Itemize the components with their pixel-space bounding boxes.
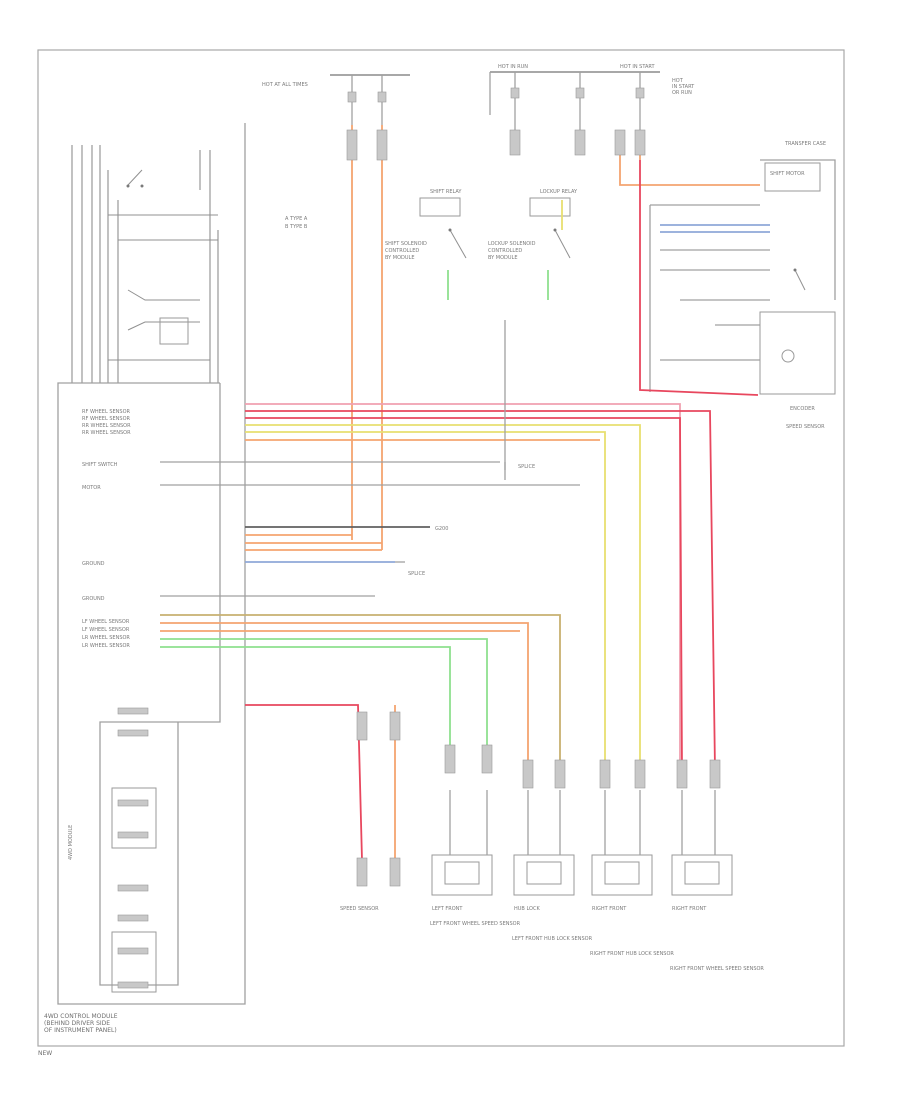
svg-text:HOT: HOT <box>672 78 684 84</box>
svg-text:RR WHEEL SENSOR: RR WHEEL SENSOR <box>82 423 131 429</box>
legend-b: B TYPE B <box>285 224 308 230</box>
fuse-label-hot-all-times: HOT AT ALL TIMES <box>262 82 308 88</box>
svg-text:RR WHEEL SENSOR: RR WHEEL SENSOR <box>82 430 131 436</box>
fuse-block-left: HOT AT ALL TIMES <box>262 74 410 125</box>
svg-text:RIGHT FRONT: RIGHT FRONT <box>672 906 707 912</box>
legend-a: A TYPE A <box>285 216 308 222</box>
svg-text:SHIFT SWITCH: SHIFT SWITCH <box>82 462 118 468</box>
diagram-frame <box>37 49 845 1047</box>
svg-text:RF WHEEL SENSOR: RF WHEEL SENSOR <box>82 416 131 422</box>
sensor-right-front-wheel: RIGHT FRONT <box>671 790 733 912</box>
svg-text:LF WHEEL SENSOR: LF WHEEL SENSOR <box>82 619 130 625</box>
svg-text:LOCKUP SOLENOID: LOCKUP SOLENOID <box>488 241 536 247</box>
svg-text:LOCKUP RELAY: LOCKUP RELAY <box>540 189 578 195</box>
svg-text:BY MODULE: BY MODULE <box>488 255 518 261</box>
lockup-relay: LOCKUP RELAY LOCKUP SOLENOID CONTROLLED … <box>488 189 578 300</box>
ground-points: SPLICE G200 SPLICE <box>395 462 535 577</box>
svg-text:LF WHEEL SENSOR: LF WHEEL SENSOR <box>82 627 130 633</box>
sensor-right-front-hub: RIGHT FRONT <box>591 790 653 912</box>
svg-text:OR RUN: OR RUN <box>672 90 692 96</box>
module-caption-1: 4WD CONTROL MODULE <box>44 1013 118 1020</box>
panel-side-label: 4WD MODULE <box>68 825 74 860</box>
svg-text:IN START: IN START <box>672 84 695 90</box>
svg-text:SPLICE: SPLICE <box>518 464 535 470</box>
svg-text:SHIFT RELAY: SHIFT RELAY <box>430 189 462 195</box>
svg-text:ENCODER: ENCODER <box>790 406 815 412</box>
svg-text:SPLICE: SPLICE <box>408 571 425 577</box>
svg-text:CONTROLLED: CONTROLLED <box>385 248 419 254</box>
sensor-left-front-wheel: LEFT FRONT <box>431 790 493 912</box>
footer-note: NEW <box>38 1050 52 1057</box>
sensor-caption-d: RIGHT FRONT WHEEL SPEED SENSOR <box>670 966 764 972</box>
module-caption-2: (BEHIND DRIVER SIDE <box>44 1020 110 1027</box>
transfer-case-module: TRANSFER CASE SHIFT MOTOR ENCODER SPEED … <box>649 141 836 430</box>
svg-text:TRANSFER CASE: TRANSFER CASE <box>784 141 826 147</box>
svg-text:MOTOR: MOTOR <box>82 485 101 491</box>
svg-text:LR WHEEL SENSOR: LR WHEEL SENSOR <box>82 635 130 641</box>
control-module-left <box>57 123 246 1005</box>
fuse-label-hot-in-start: HOT IN START <box>620 64 656 70</box>
svg-text:BY MODULE: BY MODULE <box>385 255 415 261</box>
sensor-caption-b: LEFT FRONT HUB LOCK SENSOR <box>512 936 593 942</box>
svg-text:GROUND: GROUND <box>82 596 105 602</box>
sensor-caption-c: RIGHT FRONT HUB LOCK SENSOR <box>590 951 674 957</box>
svg-text:LEFT FRONT: LEFT FRONT <box>432 906 463 912</box>
module-pin-labels: RF WHEEL SENSOR RF WHEEL SENSOR RR WHEEL… <box>82 409 131 649</box>
harness-wires <box>160 320 716 861</box>
svg-text:SHIFT SOLENOID: SHIFT SOLENOID <box>385 241 427 247</box>
speed-sensor-caption: SPEED SENSOR <box>340 906 379 912</box>
svg-text:SHIFT MOTOR: SHIFT MOTOR <box>770 171 805 177</box>
svg-text:G200: G200 <box>435 526 448 532</box>
module-caption-3: OF INSTRUMENT PANEL) <box>44 1027 117 1034</box>
svg-text:GROUND: GROUND <box>82 561 105 567</box>
svg-text:RIGHT FRONT: RIGHT FRONT <box>592 906 627 912</box>
svg-text:SPEED SENSOR: SPEED SENSOR <box>786 424 825 430</box>
svg-text:CONTROLLED: CONTROLLED <box>488 248 522 254</box>
shift-relay: SHIFT RELAY SHIFT SOLENOID CONTROLLED BY… <box>385 189 467 300</box>
fuse-block-mid: HOT IN RUN HOT IN START HOT IN START OR … <box>489 64 695 130</box>
wire-connectors <box>346 129 721 887</box>
sensor-caption-a: LEFT FRONT WHEEL SPEED SENSOR <box>430 921 521 927</box>
svg-text:LR WHEEL SENSOR: LR WHEEL SENSOR <box>82 643 130 649</box>
sensor-left-front-hub: HUB LOCK <box>513 790 575 912</box>
svg-text:RF WHEEL SENSOR: RF WHEEL SENSOR <box>82 409 131 415</box>
fuse-label-hot-in-run: HOT IN RUN <box>498 64 528 70</box>
svg-text:HUB LOCK: HUB LOCK <box>514 906 540 912</box>
